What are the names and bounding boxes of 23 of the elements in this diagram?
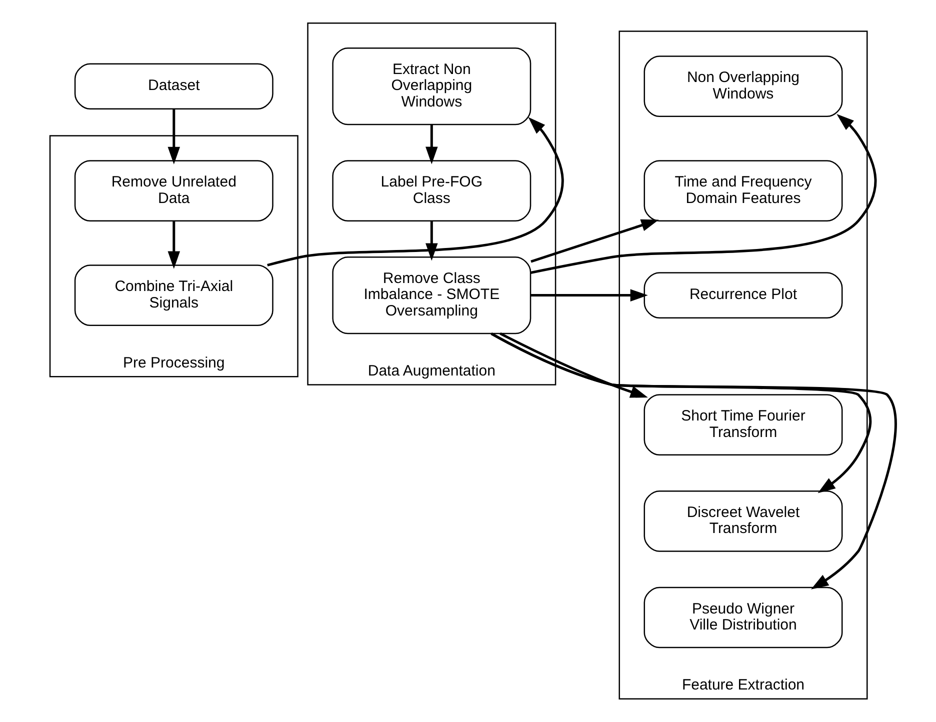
node-box: Remove Unrelated Data — [74, 160, 274, 222]
node-box: Recurrence Plot — [644, 272, 843, 318]
arrow — [530, 114, 877, 274]
node-box: Combine Tri-Axial Signals — [74, 264, 274, 326]
node-box: Time and Frequency Domain Features — [644, 160, 843, 222]
arrow — [426, 124, 438, 164]
node-box: Dataset — [74, 63, 274, 110]
arrow — [500, 332, 648, 398]
node-box: Remove Class Imbalance - SMOTE Oversampling — [332, 256, 532, 334]
arrow — [168, 221, 180, 269]
node-box: Pseudo Wigner Ville Distribution — [644, 586, 843, 648]
arrow — [490, 332, 872, 494]
arrow — [426, 221, 438, 261]
node-box: Non Overlapping Windows — [644, 56, 843, 117]
node-box: Short Time Fourier Transform — [644, 394, 843, 456]
arrow — [267, 117, 564, 266]
arrow — [490, 332, 897, 590]
arrow — [530, 219, 659, 263]
node-box: Discreet Wavelet Transform — [644, 490, 843, 552]
arrow — [168, 109, 180, 164]
node-box: Label Pre-FOG Class — [332, 160, 532, 222]
arrow — [530, 289, 648, 302]
node-box: Extract Non Overlapping Windows — [332, 48, 532, 126]
